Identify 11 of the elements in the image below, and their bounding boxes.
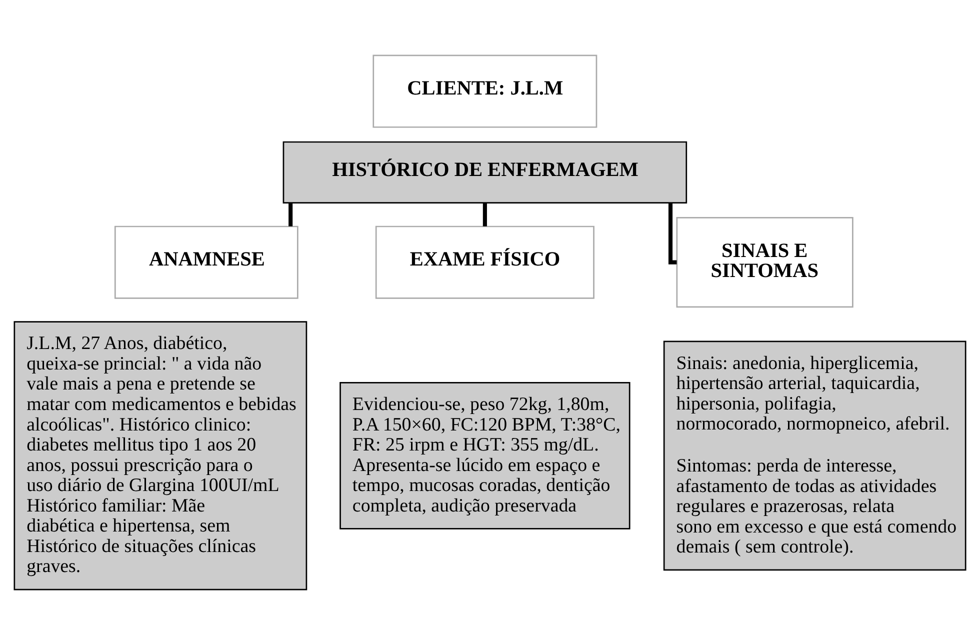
node-box: CLIENTE: J.L.M [372, 54, 597, 128]
node-box: EXAME FÍSICO [374, 225, 594, 298]
connector [288, 202, 292, 226]
node-box: HISTÓRICO DE ENFERMAGEM [282, 140, 687, 204]
connector [668, 202, 676, 264]
node-box: ANAMNESE [114, 225, 298, 298]
node-box: Sinais: anedonia, hiperglicemia, hipertensão arterial, taquicardia, hipersonia, polifagia, normocorado, normopneico, afebril. Sintomas: perda de interesse, afastamento de todas as atividades regulares e prazerosas, relata sono em excesso e que está comendo demais ( sem controle). [662, 340, 966, 570]
node-box: SINAIS E SINTOMAS [676, 216, 853, 308]
connector [482, 202, 486, 226]
node-box: Evidenciou-se, peso 72kg, 1,80m, P.A 150×60, FC:120 BPM, T:38°C, FR: 25 irpm e HGT: 355 mg/dL. Apresenta-se lúcido em espaço e tempo, mucosas coradas, dentição completa, audição preservada [339, 382, 630, 529]
node-box: J.L.M, 27 Anos, diabético, queixa-se princial: " a vida não vale mais a pena e pretende se matar com medicamentos e bebidas alcoólicas". Histórico clinico: diabetes mellitus tipo 1 aos 20 anos, possui prescrição para o uso diário de Glargina 100UI/mL Histórico familiar: Mãe diabética e hipertensa, sem Histórico de situações clínicas graves. [13, 320, 307, 590]
